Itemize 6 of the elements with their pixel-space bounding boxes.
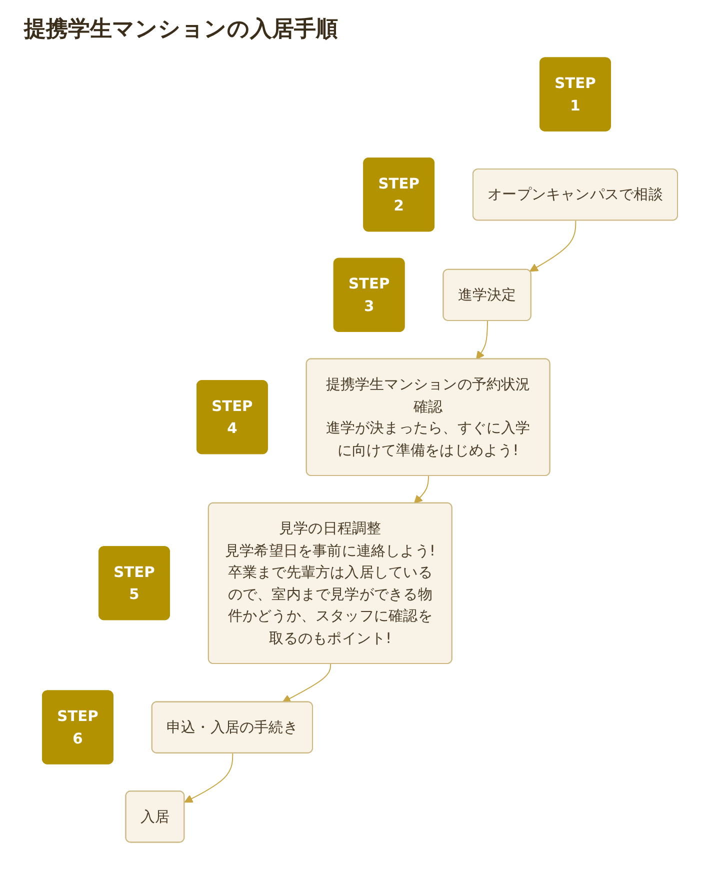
arrow bbox=[476, 320, 488, 360]
arrow bbox=[184, 752, 234, 803]
arrow bbox=[530, 220, 576, 272]
diagram-title: 提携学生マンションの入居手順 bbox=[24, 16, 339, 44]
arrow bbox=[282, 664, 332, 703]
arrow bbox=[414, 476, 430, 504]
